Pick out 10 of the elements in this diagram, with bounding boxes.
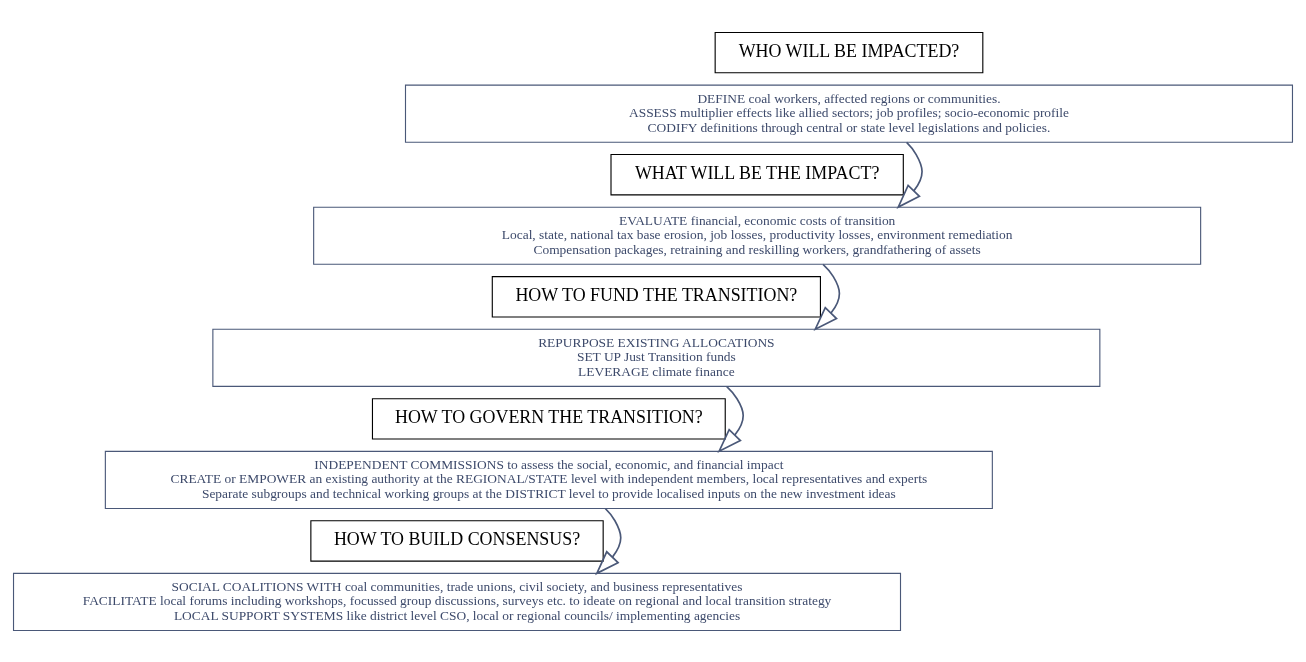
node-box: REPURPOSE EXISTING ALLOCATIONS SET UP Just Transition funds LEVERAGE climate finance bbox=[212, 328, 1101, 387]
node-box: EVALUATE financial, economic costs of transition Local, state, national tax base erosion, job losses, productivity losses, environment remediation Compensation packages, retraining and reskilling workers, grandfathering of assets bbox=[313, 206, 1202, 265]
node-box: WHO WILL BE IMPACTED? bbox=[714, 31, 984, 73]
node-box: INDEPENDENT COMMISSIONS to assess the social, economic, and financial impact CREATE or EMPOWER an existing authority at the REGIONAL/STATE level with independent members, local representatives and experts Separate subgroups and technical working groups at the DISTRICT level to provide localised inputs on the new investment ideas bbox=[104, 450, 993, 509]
node-box: HOW TO GOVERN THE TRANSITION? bbox=[371, 397, 726, 440]
node-box: HOW TO FUND THE TRANSITION? bbox=[491, 275, 821, 317]
node-box: SOCIAL COALITIONS WITH coal communities, trade unions, civil society, and business representatives FACILITATE local forums including workshops, focussed group discussions, surveys etc. to ideate on regional and local transition strategy LOCAL SUPPORT SYSTEMS like district level CSO, local or regional councils/ implementing agencies bbox=[12, 572, 902, 631]
node-box: WHAT WILL BE THE IMPACT? bbox=[610, 153, 904, 195]
node-box: DEFINE coal workers, affected regions or communities. ASSESS multiplier effects like allied sectors; job profiles; socio-economic profile CODIFY definitions through central or state level legislations and policies. bbox=[404, 84, 1294, 143]
node-box: HOW TO BUILD CONSENSUS? bbox=[310, 519, 604, 562]
